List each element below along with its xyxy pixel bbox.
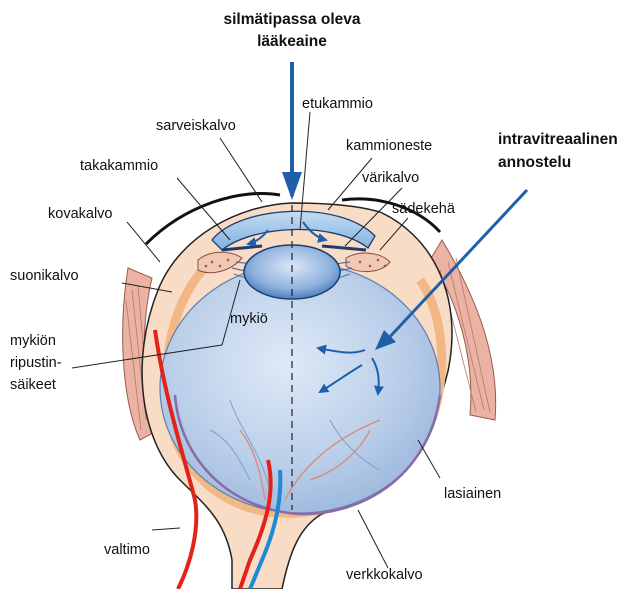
label-mykio: mykiö	[230, 311, 268, 327]
label-etukammio: etukammio	[302, 96, 373, 112]
label-kovakalvo: kovakalvo	[48, 206, 112, 222]
label-kammioneste: kammioneste	[346, 138, 432, 154]
label-valtimo: valtimo	[104, 542, 150, 558]
eye-drop-arrowhead	[282, 172, 302, 200]
label-sarveiskalvo: sarveiskalvo	[156, 118, 236, 134]
label-lasiainen: lasiainen	[444, 486, 501, 502]
label-mykion-line2: ripustin-	[10, 355, 62, 371]
eye-drop-title-line2: lääkeaine	[257, 33, 327, 50]
label-sadekeha: sädekehä	[392, 201, 456, 217]
label-suonikalvo: suonikalvo	[10, 268, 79, 284]
injection-label-line2: annostelu	[498, 154, 571, 171]
label-takakammio: takakammio	[80, 158, 158, 174]
injection-label-line1: intravitreaalinen	[498, 131, 618, 148]
label-varikalvo: värikalvo	[362, 170, 419, 186]
label-mykion-line1: mykiön	[10, 333, 56, 349]
eye-drop-title-line1: silmätipassa oleva	[224, 11, 361, 28]
label-verkkokalvo: verkkokalvo	[346, 567, 423, 583]
label-mykion-line3: säikeet	[10, 377, 56, 393]
